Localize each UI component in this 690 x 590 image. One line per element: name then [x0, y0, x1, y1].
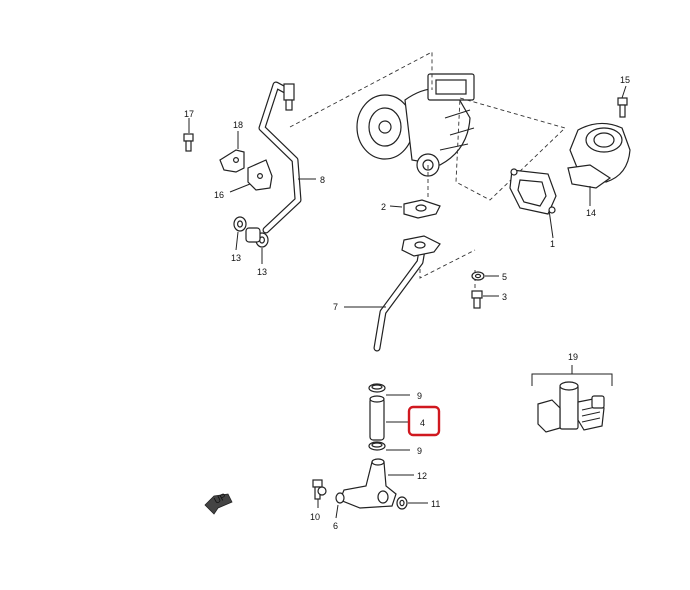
bolt-part-3	[471, 290, 499, 309]
fitting-part-12	[339, 458, 414, 509]
seal-ring-part-11	[396, 496, 428, 510]
gasket-part-2	[389, 199, 441, 219]
gasket-kit-part-19	[531, 365, 613, 433]
callout-14: 14	[586, 208, 596, 218]
callout-1: 1	[550, 239, 555, 249]
hose-clamp-part-9-bottom	[368, 441, 410, 451]
callout-11: 11	[431, 499, 440, 509]
callout-17: 17	[184, 109, 194, 119]
callout-13-right: 13	[257, 267, 267, 277]
callout-10: 10	[310, 512, 320, 522]
exhaust-elbow-part-14	[567, 122, 631, 206]
oil-pipe-part-8	[258, 81, 316, 234]
washer-part-5	[471, 271, 499, 281]
oil-pipe-part-7	[344, 235, 441, 352]
direction-arrow: UP	[204, 491, 233, 515]
callout-4: 4	[420, 418, 425, 428]
washer-part-6	[335, 492, 345, 519]
callout-16: 16	[214, 190, 224, 200]
callout-9-top: 9	[417, 391, 422, 401]
bracket-part-18	[219, 131, 245, 173]
turbocharger	[356, 73, 475, 177]
callout-4-highlight	[407, 405, 441, 437]
callout-15: 15	[620, 75, 630, 85]
callout-13-left: 13	[231, 253, 241, 263]
clamp-part-16	[229, 159, 273, 193]
callout-18: 18	[233, 120, 243, 130]
callout-7: 7	[333, 302, 338, 312]
callout-8: 8	[320, 175, 325, 185]
hose-part-4	[369, 395, 410, 441]
callout-2: 2	[381, 202, 386, 212]
callout-9-bottom: 9	[417, 446, 422, 456]
callout-12: 12	[417, 471, 427, 481]
callout-19: 19	[568, 352, 578, 362]
gasket-part-1	[509, 168, 557, 239]
hose-clamp-part-9-top	[368, 383, 410, 396]
bolt-part-15	[617, 85, 628, 118]
callout-3: 3	[502, 292, 507, 302]
bolt-part-17	[183, 118, 194, 152]
bolt-part-10	[312, 479, 327, 508]
washer-part-13-left	[233, 216, 247, 251]
callout-6: 6	[333, 521, 338, 531]
callout-5: 5	[502, 272, 507, 282]
